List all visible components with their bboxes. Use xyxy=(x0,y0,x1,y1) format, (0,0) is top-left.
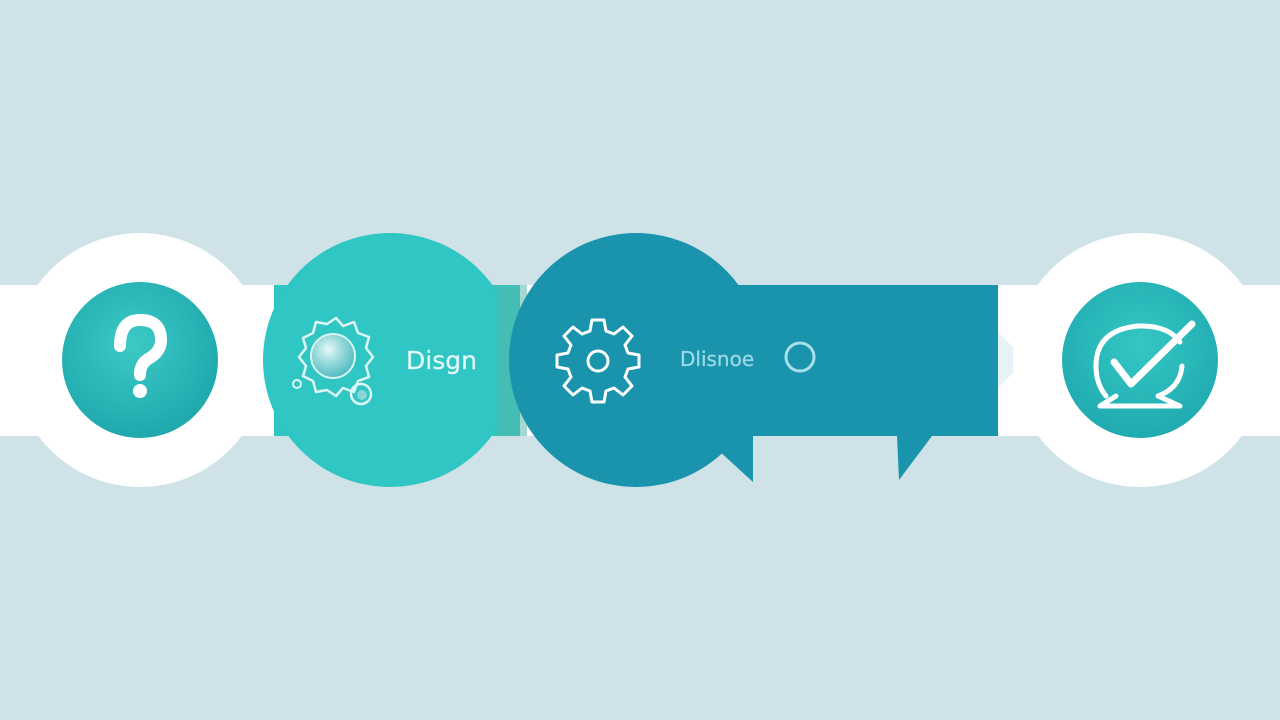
step-done xyxy=(1013,233,1267,487)
step-design-label: Disgn xyxy=(406,346,477,375)
step-question xyxy=(13,233,267,487)
status-ring-icon xyxy=(784,341,816,373)
step-design: Disgn xyxy=(263,233,527,487)
cog-with-bubbles-icon xyxy=(292,316,375,406)
arrow-notch xyxy=(998,332,1026,388)
question-mark-icon xyxy=(114,314,167,381)
step-develop-label: Dlisnoe xyxy=(680,347,754,371)
checkmark-speech-bubble-icon xyxy=(1093,320,1196,409)
question-mark-dot xyxy=(133,384,147,398)
step-develop-circle xyxy=(509,233,763,487)
step-done-disc xyxy=(1062,282,1218,438)
step-design-circle xyxy=(263,233,517,487)
step-develop: Dlisnoe xyxy=(509,233,998,487)
gear-icon xyxy=(555,318,641,404)
